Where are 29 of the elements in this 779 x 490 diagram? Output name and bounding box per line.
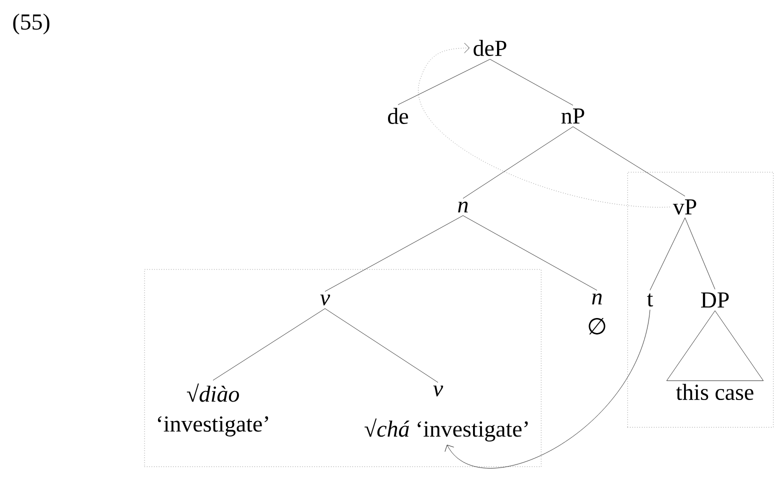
tree-label: nP <box>561 108 584 124</box>
branch-line <box>212 308 326 380</box>
tree-label: de <box>388 108 408 124</box>
movement-arrow <box>418 42 670 208</box>
tree-label: deP <box>474 40 506 56</box>
movement-arrow <box>444 310 650 468</box>
example-number: (55) <box>13 14 50 34</box>
branch-line <box>650 218 686 290</box>
tree-label: n <box>458 202 468 212</box>
tree-label: v <box>320 294 330 306</box>
branch-line <box>572 126 686 196</box>
dotted-frame <box>627 172 774 428</box>
branch-line <box>398 59 490 105</box>
tree-label: v <box>433 386 444 396</box>
roof-triangle <box>666 310 764 381</box>
branch-line <box>490 59 574 106</box>
tree-label: t <box>647 293 654 307</box>
tree-label: vP <box>672 199 696 215</box>
branch-line <box>462 215 598 291</box>
tree-label: √diào ‘investigate’ <box>158 384 268 436</box>
dotted-frame <box>144 269 542 467</box>
branch-line <box>324 308 438 383</box>
tree-label: DP <box>701 292 729 308</box>
branch-line <box>684 218 716 290</box>
branch-line <box>462 126 574 199</box>
tree-label: this case <box>676 384 754 400</box>
branch-line <box>324 215 464 292</box>
tree-label: √chá ‘investigate’ <box>364 418 528 442</box>
tree-label: n ∅ <box>588 294 606 334</box>
